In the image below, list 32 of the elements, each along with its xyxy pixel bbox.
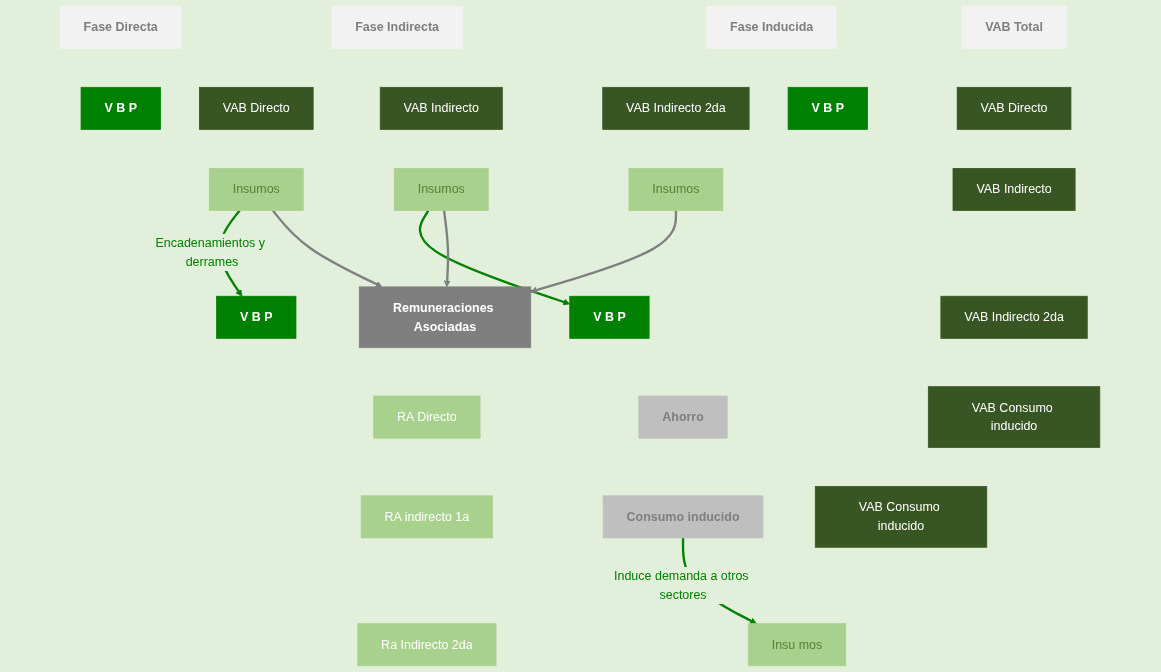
node-box: Consumo inducido (603, 495, 764, 539)
arrow (443, 210, 452, 288)
node-box: V B P (788, 86, 869, 130)
node-box: RA indirecto 1a (361, 495, 494, 539)
node-box: Insumos (394, 168, 490, 211)
node-box: Insumos (209, 168, 305, 211)
edge-label: Induce demanda a otros sectores (614, 569, 750, 602)
node-box: Remuneraciones Asociadas (359, 286, 532, 349)
node-box: VAB Indirecto (380, 86, 504, 130)
node-box: Fase Inducida (706, 5, 838, 49)
node-box: VAB Directo (957, 86, 1072, 130)
node-box: VAB Indirecto (953, 168, 1076, 211)
arrow (530, 210, 678, 294)
node-box: VAB Consumo inducido (928, 386, 1101, 448)
node-box: V B P (216, 295, 297, 339)
node-box: VAB Indirecto 2da (940, 295, 1089, 339)
node-box: V B P (81, 86, 162, 130)
edge-label: Encadenamientos y derrames (155, 235, 266, 268)
node-box: VAB Directo (199, 86, 314, 130)
node-box: Ahorro (638, 395, 729, 439)
node-box: Ra Indirecto 2da (357, 623, 497, 667)
arrow (272, 209, 383, 288)
node-box: VAB Total (961, 5, 1068, 49)
node-box: Fase Indirecta (331, 5, 464, 49)
node-box: VAB Indirecto 2da (602, 86, 750, 130)
node-box: VAB Consumo inducido (815, 486, 988, 548)
node-box: Insumos (629, 168, 724, 211)
node-box: Fase Directa (60, 5, 183, 49)
arrow (419, 209, 571, 306)
node-box: RA Directo (373, 395, 481, 439)
node-box: V B P (569, 295, 650, 339)
node-box: Insu mos (748, 623, 847, 667)
